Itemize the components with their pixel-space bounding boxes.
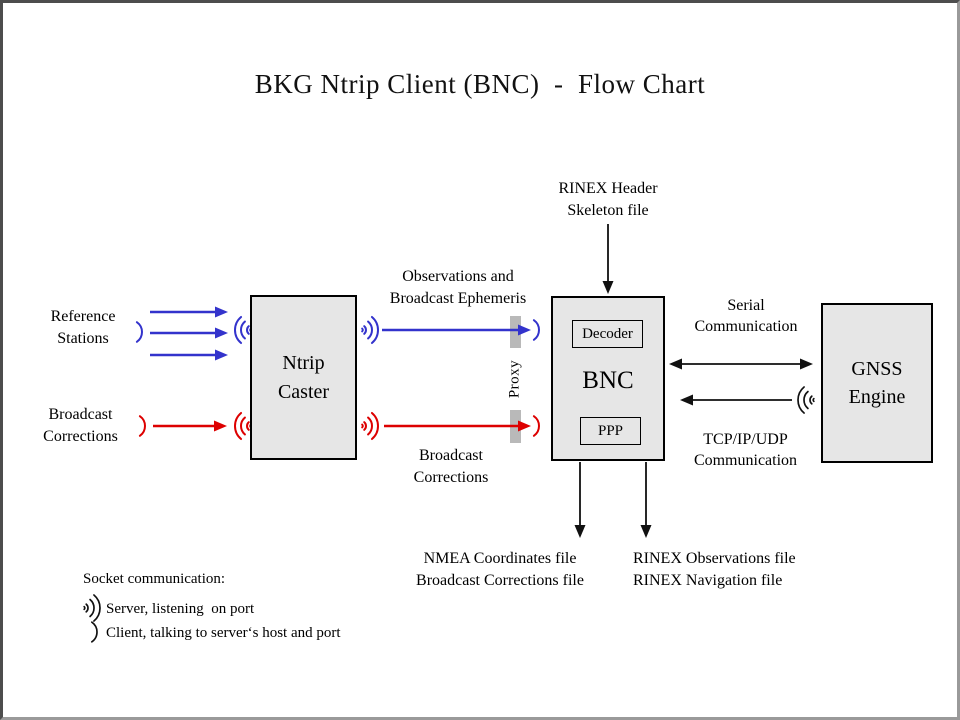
rinex-output-label: RINEX Observations file RINEX Navigation… [633,550,796,589]
corrections-stream-arrow [384,420,531,432]
client-socket-icon [532,319,540,341]
tcp-communication-arrow [680,394,792,406]
gnss-engine-node: GNSS Engine [821,303,933,463]
server-socket-icon [83,594,101,622]
legend-heading: Socket communication: [83,571,226,587]
proxy-label: Proxy [506,359,523,399]
serial-communication-arrow [669,358,813,370]
bnc-node: Decoder BNC PPP [551,296,665,461]
diagram-connectors [83,224,815,643]
ntrip-caster-node: Ntrip Caster [250,295,357,460]
server-socket-icon [361,411,379,441]
observations-stream-label: Observations and Broadcast Ephemeris [389,268,527,307]
ppp-box: PPP [580,417,641,445]
server-socket-icon [797,386,815,414]
legend-server-text: Server, listening on port [106,601,255,617]
listen-socket-icon [234,315,252,345]
legend-client-text: Client, talking to server‘s host and por… [106,625,341,641]
legend-socket-icons [83,594,101,643]
nmea-output-label: NMEA Coordinates file Broadcast Correcti… [416,550,584,589]
serial-communication-label: Serial Communication [694,297,798,335]
observations-stream-arrow [382,324,531,336]
server-socket-icon [361,315,379,345]
client-socket-icon [91,621,98,643]
rinex-header-arrow [602,224,614,294]
client-socket-icon [532,415,540,437]
broadcast-corrections-in-arrow [153,420,227,432]
corrections-stream-label: Broadcast Corrections [413,447,489,486]
output-file-arrows [574,462,652,538]
decoder-box: Decoder [572,320,643,348]
listen-socket-icon [234,411,252,441]
tcp-communication-label: TCP/IP/UDP Communication [693,431,798,469]
page-title: BKG Ntrip Client (BNC) - Flow Chart [254,69,706,99]
rinex-header-skeleton-label: RINEX Header Skeleton file [558,180,658,219]
broadcast-corrections-source-label: Broadcast Corrections [43,406,118,445]
reference-stations-label: Reference Stations [50,308,116,347]
reference-station-arrows [150,306,228,361]
bnc-label: BNC [582,367,634,394]
